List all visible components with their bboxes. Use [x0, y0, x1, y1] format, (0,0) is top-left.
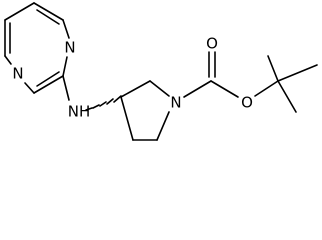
pyrrolidine-ring-bonds: [120, 80, 170, 141]
linker-bonds: [62, 75, 122, 111]
boc-group-bonds: [183, 51, 318, 113]
atom-label-pyrimidine-n-top: N: [64, 39, 75, 57]
atom-label-pyrimidine-n-bottom: N: [12, 65, 23, 83]
atom-label-carbonyl-o: O: [206, 35, 218, 53]
pyrimidine-ring-bonds: [4, 2, 70, 94]
chemical-structure-diagram: N N NH N O O: [4, 2, 318, 141]
atom-label-amine-nh: NH: [68, 103, 91, 121]
atom-label-pyrrolidine-n: N: [170, 94, 181, 112]
atom-label-ester-o: O: [241, 94, 253, 112]
